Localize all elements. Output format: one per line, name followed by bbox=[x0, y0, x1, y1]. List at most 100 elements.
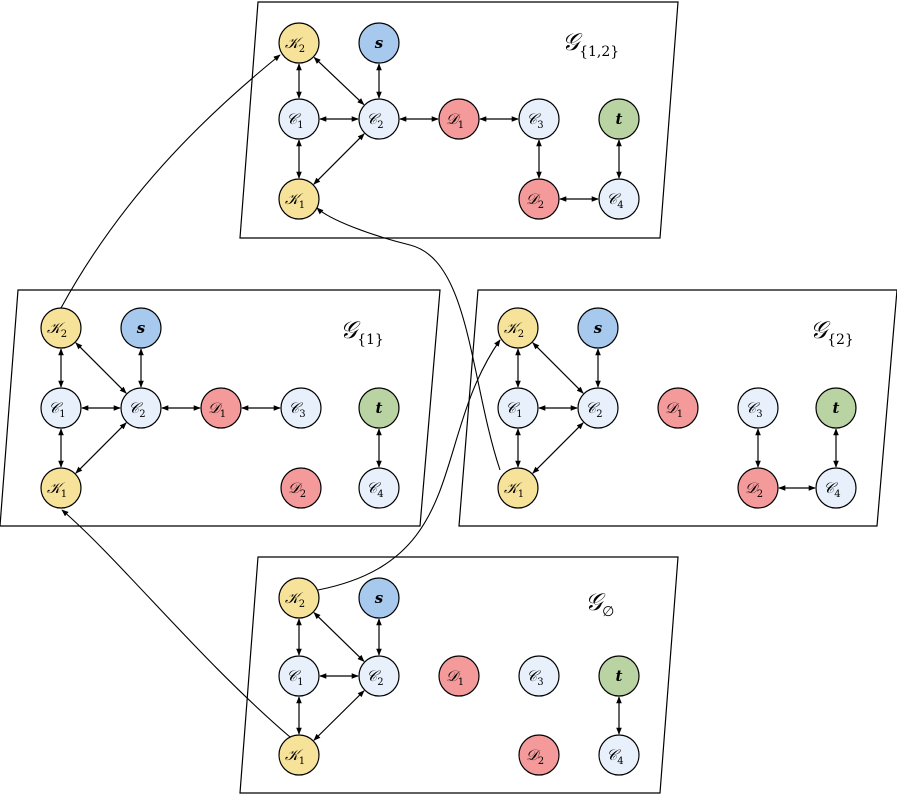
node-D2[interactable]: 𝒟2 bbox=[737, 467, 779, 509]
node-letter: t bbox=[616, 110, 623, 128]
panel-title: 𝒢∅ bbox=[585, 588, 614, 620]
node-circle bbox=[737, 467, 779, 509]
node-t[interactable]: t bbox=[815, 387, 857, 429]
node-circle bbox=[598, 655, 640, 697]
node-t[interactable]: t bbox=[598, 98, 640, 140]
node-C2[interactable]: 𝒞2 bbox=[120, 387, 162, 429]
node-letter: 𝒟 bbox=[208, 399, 223, 417]
panel-edges bbox=[515, 342, 839, 491]
node-label: 𝒟2 bbox=[526, 190, 544, 211]
node-subscript: 1 bbox=[516, 409, 522, 420]
node-letter: 𝒟 bbox=[526, 746, 541, 764]
node-t[interactable]: t bbox=[358, 387, 400, 429]
node-letter: t bbox=[616, 667, 623, 685]
node-s[interactable]: s bbox=[577, 307, 619, 349]
node-subscript: 2 bbox=[377, 120, 383, 131]
node-subscript: 1 bbox=[297, 120, 303, 131]
node-circle bbox=[598, 178, 640, 220]
node-circle bbox=[358, 655, 400, 697]
node-C3[interactable]: 𝒞3 bbox=[280, 387, 322, 429]
node-circle bbox=[518, 178, 560, 220]
node-K2[interactable]: 𝒦2 bbox=[40, 307, 82, 349]
node-label: 𝒟2 bbox=[288, 479, 306, 500]
node-C1[interactable]: 𝒞1 bbox=[278, 655, 320, 697]
node-letter: 𝒟 bbox=[665, 399, 680, 417]
link-g2-K1-to-g12-K1 bbox=[316, 207, 501, 471]
node-D1[interactable]: 𝒟1 bbox=[657, 387, 699, 429]
panel-g12: 𝒢{1,2} 𝒦2 s𝒞1 𝒞2 𝒟1 𝒞3 t𝒦1 𝒟2 𝒞4 bbox=[239, 1, 679, 239]
edge-K2-C2 bbox=[75, 342, 127, 394]
node-subscript: 1 bbox=[518, 489, 524, 500]
node-K1[interactable]: 𝒦1 bbox=[40, 467, 82, 509]
node-C1[interactable]: 𝒞1 bbox=[40, 387, 82, 429]
node-C1[interactable]: 𝒞1 bbox=[278, 98, 320, 140]
node-letter: s bbox=[137, 319, 146, 337]
node-subscript: 3 bbox=[299, 409, 305, 420]
node-C4[interactable]: 𝒞4 bbox=[358, 467, 400, 509]
edge-K2-C2 bbox=[313, 56, 365, 106]
node-subscript: 1 bbox=[299, 200, 305, 211]
node-D2[interactable]: 𝒟2 bbox=[518, 734, 560, 776]
node-s[interactable]: s bbox=[120, 307, 162, 349]
node-subscript: 2 bbox=[139, 409, 145, 420]
node-circle bbox=[358, 387, 400, 429]
node-subscript: 3 bbox=[537, 677, 543, 688]
panel-title: 𝒢{1} bbox=[340, 316, 384, 348]
link-g1-K2-to-g12-K2 bbox=[60, 54, 281, 309]
node-C4[interactable]: 𝒞4 bbox=[815, 467, 857, 509]
panel-edges bbox=[296, 56, 622, 202]
node-label: 𝒟1 bbox=[446, 667, 464, 688]
node-letter: 𝒟 bbox=[446, 667, 461, 685]
node-D2[interactable]: 𝒟2 bbox=[518, 178, 560, 220]
node-subscript: 4 bbox=[617, 756, 623, 767]
node-C2[interactable]: 𝒞2 bbox=[358, 98, 400, 140]
node-s[interactable]: s bbox=[358, 22, 400, 64]
node-circle bbox=[577, 387, 619, 429]
node-letter: 𝒟 bbox=[288, 479, 303, 497]
node-D1[interactable]: 𝒟1 bbox=[438, 98, 480, 140]
node-label: s bbox=[137, 319, 146, 337]
edge-K2-C2 bbox=[532, 342, 584, 394]
node-subscript: 1 bbox=[220, 409, 226, 420]
node-C3[interactable]: 𝒞3 bbox=[737, 387, 779, 429]
node-C2[interactable]: 𝒞2 bbox=[577, 387, 619, 429]
node-K1[interactable]: 𝒦1 bbox=[497, 467, 539, 509]
link-g0-K2-to-g2-K2 bbox=[317, 339, 501, 591]
node-t[interactable]: t bbox=[598, 655, 640, 697]
node-K2[interactable]: 𝒦2 bbox=[278, 577, 320, 619]
node-circle bbox=[40, 467, 82, 509]
node-label: 𝒟2 bbox=[745, 479, 763, 500]
node-C1[interactable]: 𝒞1 bbox=[497, 387, 539, 429]
node-C2[interactable]: 𝒞2 bbox=[358, 655, 400, 697]
node-circle bbox=[358, 98, 400, 140]
node-circle bbox=[438, 655, 480, 697]
node-D2[interactable]: 𝒟2 bbox=[280, 467, 322, 509]
node-K1[interactable]: 𝒦1 bbox=[278, 178, 320, 220]
node-C4[interactable]: 𝒞4 bbox=[598, 734, 640, 776]
node-D1[interactable]: 𝒟1 bbox=[200, 387, 242, 429]
node-K2[interactable]: 𝒦2 bbox=[278, 22, 320, 64]
node-C3[interactable]: 𝒞3 bbox=[518, 98, 560, 140]
node-circle bbox=[278, 577, 320, 619]
panel-title-letter: 𝒢 bbox=[562, 28, 583, 56]
panel-title: 𝒢{1,2} bbox=[562, 28, 619, 60]
node-C4[interactable]: 𝒞4 bbox=[598, 178, 640, 220]
panel-edges bbox=[58, 342, 382, 474]
node-subscript: 2 bbox=[518, 329, 524, 340]
node-circle bbox=[497, 307, 539, 349]
edge-K2-C2 bbox=[313, 612, 365, 662]
node-C3[interactable]: 𝒞3 bbox=[518, 655, 560, 697]
node-circle bbox=[278, 178, 320, 220]
node-subscript: 1 bbox=[458, 120, 464, 131]
node-K2[interactable]: 𝒦2 bbox=[497, 307, 539, 349]
node-s[interactable]: s bbox=[358, 577, 400, 619]
node-label: t bbox=[376, 399, 383, 417]
node-subscript: 2 bbox=[538, 200, 544, 211]
node-subscript: 2 bbox=[377, 677, 383, 688]
node-K1[interactable]: 𝒦1 bbox=[278, 734, 320, 776]
node-D1[interactable]: 𝒟1 bbox=[438, 655, 480, 697]
node-circle bbox=[737, 387, 779, 429]
node-circle bbox=[280, 387, 322, 429]
